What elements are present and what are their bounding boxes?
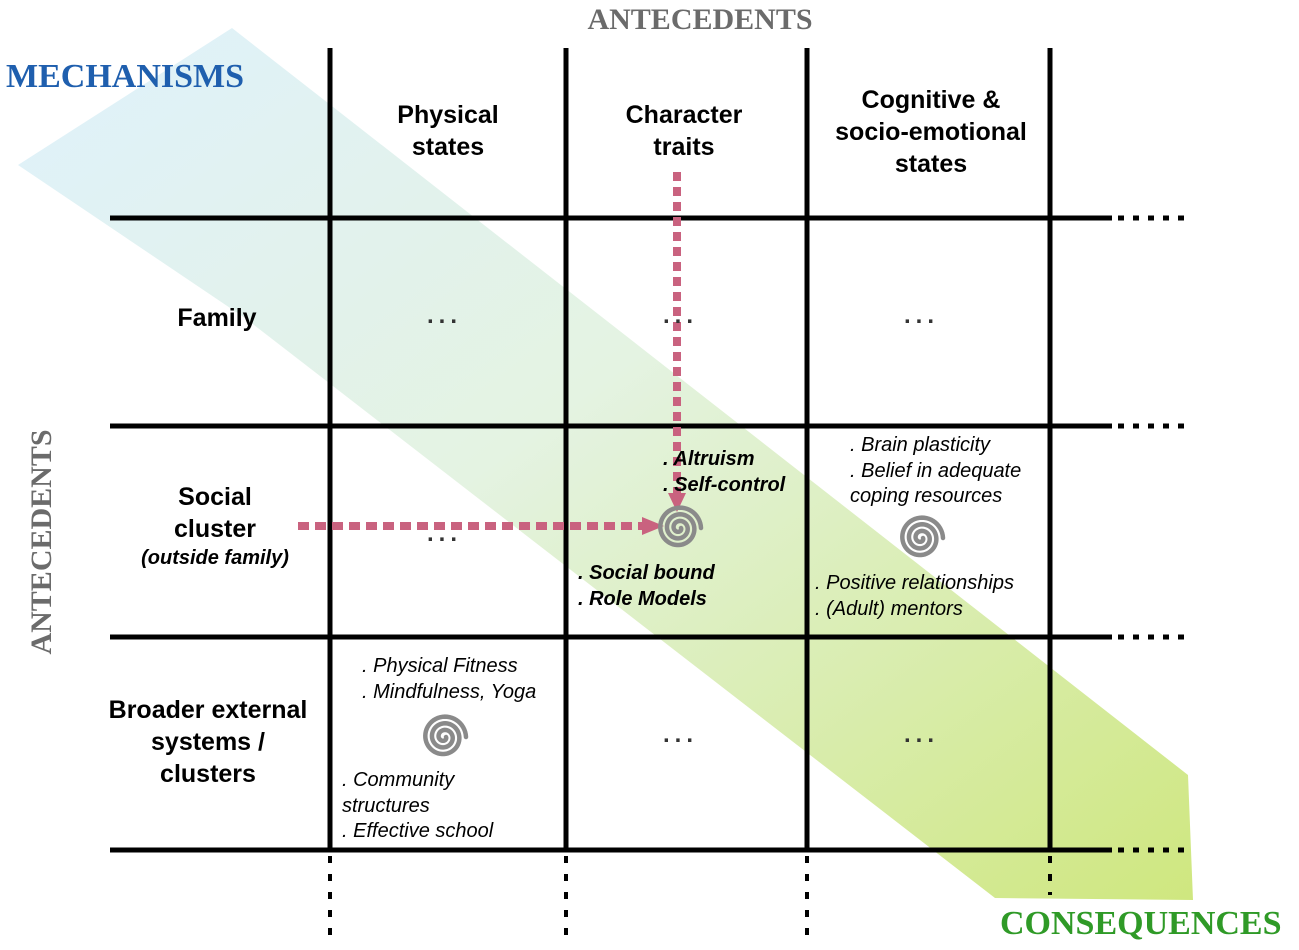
column-header-cognitive-socio-emotional-states: Cognitive & socio-emotional states xyxy=(835,86,1027,178)
consequences-title: CONSEQUENCES xyxy=(1000,905,1282,942)
antecedents-top-title: ANTECEDENTS xyxy=(587,3,813,36)
cell-ellipsis-family-character: ... xyxy=(663,302,699,329)
grid-horizontal-lines xyxy=(110,215,1112,853)
dotted-arrow-vertical xyxy=(668,172,686,512)
cell-ellipsis-social-physical: ... xyxy=(427,520,463,547)
mechanisms-title: MECHANISMS xyxy=(6,58,245,95)
grid-horizontal-continuation xyxy=(1118,215,1185,853)
spiral-icon xyxy=(423,714,469,757)
cell-ellipsis-family-physical: ... xyxy=(427,302,463,329)
cell-social-cognitive-top-list: . Brain plasticity . Belief in adequate … xyxy=(850,434,1022,507)
cell-broader-physical-bottom-list: . Community structures . Effective schoo… xyxy=(342,769,494,842)
column-header-character-traits: Character traits xyxy=(625,101,743,161)
row-header-social-cluster-sub: (outside family) xyxy=(141,547,289,569)
cell-broader-physical-top-list: . Physical Fitness . Mindfulness, Yoga xyxy=(362,655,537,703)
spiral-icon xyxy=(658,505,704,548)
cell-social-cognitive-bottom-list: . Positive relationships . (Adult) mento… xyxy=(815,572,1014,620)
cell-ellipsis-broader-character: ... xyxy=(663,721,699,748)
spiral-icon xyxy=(900,515,946,558)
antecedents-left-title: ANTECEDENTS xyxy=(25,429,58,655)
row-header-family: Family xyxy=(177,304,257,332)
cell-ellipsis-broader-cognitive: ... xyxy=(904,721,940,748)
cell-ellipsis-family-cognitive: ... xyxy=(904,302,940,329)
grid-vertical-lines xyxy=(327,48,1053,850)
dotted-arrow-horizontal xyxy=(298,517,664,535)
row-header-social-cluster: Social cluster (outside family) xyxy=(105,481,325,571)
cell-social-character-bonds-list: . Social bound . Role Models xyxy=(578,562,715,610)
row-header-broader-external-systems: Broader external systems / clusters xyxy=(108,696,308,788)
mechanisms-consequences-arrow xyxy=(18,28,1193,900)
cell-social-character-traits-list: . Altruism . Self-control xyxy=(663,448,786,496)
column-header-physical-states: Physical states xyxy=(397,101,499,161)
grid-vertical-continuation xyxy=(328,856,1052,935)
